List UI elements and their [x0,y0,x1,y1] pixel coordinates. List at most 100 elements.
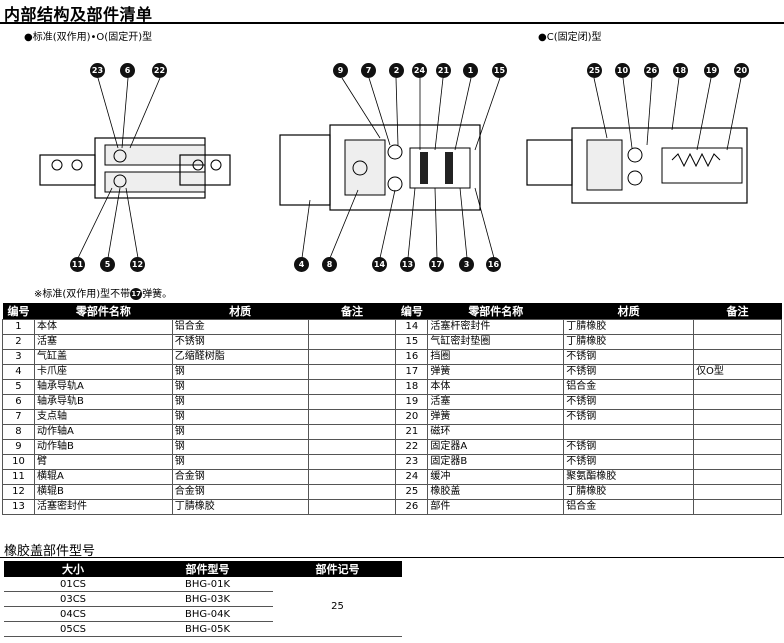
table-cell: 仅O型 [693,364,782,380]
table-cell: 11 [2,469,35,485]
callout-bubble: 19 [704,63,719,78]
col-header: 零部件名称 [34,303,173,320]
table-cell: 钢 [171,394,309,410]
table-cell: 本体 [33,319,173,335]
drawing-standard-section [279,77,501,259]
table-cell [693,469,782,485]
table-cell: 3 [2,349,35,365]
callout-bubble: 13 [400,257,415,272]
table-cell: 4 [2,364,35,380]
table-cell [693,379,782,395]
table-cell: 丁腈橡胶 [563,319,695,335]
table-cell [693,499,782,515]
table-cell: 不锈钢 [171,334,309,350]
callout-bubble: 12 [130,257,145,272]
col-header: 编号 [2,303,35,320]
table-cell: 活塞 [33,334,173,350]
table-cell: 18 [395,379,429,395]
table-cell: 部件 [427,499,565,515]
table-cell: 钢 [171,424,309,440]
parts-header-row: 编号 零部件名称 材质 备注 编号 零部件名称 材质 备注 [2,303,782,320]
table-cell [307,409,397,425]
table-cell [307,364,397,380]
table-cell: 2 [2,334,35,350]
table-cell [307,334,397,350]
table-cell: 03CS [4,591,142,607]
table-cell [693,454,782,470]
table-cell: 铝合金 [171,319,309,335]
table-cell: 17 [395,364,429,380]
table-cell: 12 [2,484,35,500]
table-cell: 6 [2,394,35,410]
table-cell: 弹簧 [427,409,565,425]
callout-bubble: 10 [615,63,630,78]
table-cell [693,439,782,455]
callout-bubble: 5 [100,257,115,272]
table-cell: 5 [2,379,35,395]
rubber-header-row: 大小 部件型号 部件记号 [4,561,402,577]
table-cell [307,394,397,410]
table-cell: 横辊A [33,469,173,485]
table-cell: 24 [395,469,429,485]
table-cell: 钢 [171,454,309,470]
table-cell: 气缸密封垫圈 [427,334,565,350]
table-cell: 01CS [4,577,142,592]
callout-bubble: 1 [463,63,478,78]
col-header: 大小 [4,561,142,577]
table-cell: 不锈钢 [563,454,695,470]
table-cell: 轴承导轨A [33,379,173,395]
table-cell: 丁腈橡胶 [563,334,695,350]
table-cell [693,334,782,350]
table-cell [307,454,397,470]
page-title: 内部结构及部件清单 [4,5,153,24]
table-cell [693,484,782,500]
callout-bubble: 18 [673,63,688,78]
callout-bubble: 7 [361,63,376,78]
table-cell [307,499,397,515]
table-cell: 橡胶盖 [427,484,565,500]
callout-bubble: 4 [294,257,309,272]
table-cell: 不锈钢 [563,409,695,425]
note-suffix: 弹簧。 [142,289,173,300]
table-cell: 轴承导轨B [33,394,173,410]
table-cell [693,424,782,440]
table-cell [307,349,397,365]
caption-standard: ●标准(双作用)•O(固定开)型 [24,32,153,43]
table-cell: 8 [2,424,35,440]
table-cell: 钢 [171,439,309,455]
note-prefix: ※标准(双作用)型不带 [34,289,131,300]
table-cell: 丁腈橡胶 [563,484,695,500]
table-cell: 05CS [4,621,142,637]
table-cell: 挡圈 [427,349,565,365]
table-cell: 不锈钢 [563,394,695,410]
drawing-standard-side [39,77,231,259]
callout-bubble: 25 [587,63,602,78]
table-cell: 活塞杆密封件 [427,319,565,335]
table-cell: 合金钢 [171,484,309,500]
table-cell: 横辊B [33,484,173,500]
table-cell: 合金钢 [171,469,309,485]
table-cell: 7 [2,409,35,425]
callout-bubble: 24 [412,63,427,78]
table-cell: BHG-01K [142,577,273,592]
table-cell: 聚氨酯橡胶 [563,469,695,485]
callout-bubble: 8 [322,257,337,272]
table-cell: 固定器B [427,454,565,470]
table-cell: 不锈钢 [563,364,695,380]
col-header: 材质 [172,303,309,320]
callout-bubble: 23 [90,63,105,78]
table-cell: 活塞 [427,394,565,410]
table-cell: 25 [395,484,429,500]
table-cell: 动作轴A [33,424,173,440]
callout-bubble: 11 [70,257,85,272]
drawing-type-c-section [526,77,748,204]
caption-type-c: ●C(固定闭)型 [538,32,602,43]
